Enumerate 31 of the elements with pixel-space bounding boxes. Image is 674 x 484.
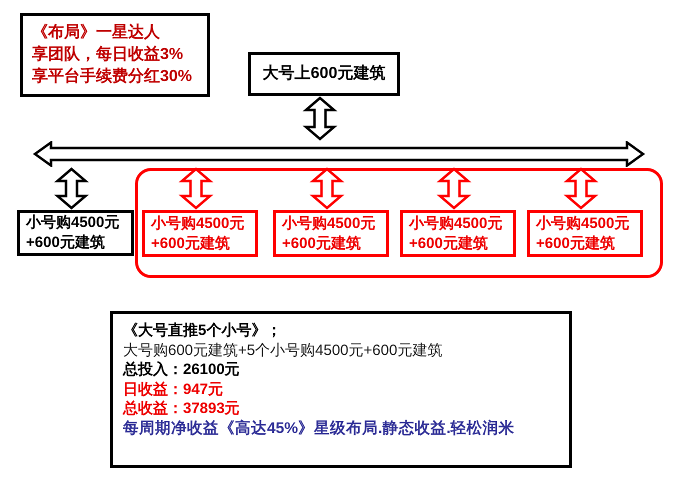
sub-account-box [400, 210, 516, 257]
rank-title: 《布局》一星达人 [32, 22, 160, 43]
total-investment: 总投入：26100元 [123, 360, 240, 380]
horizontal-double-arrow [33, 141, 645, 167]
sub-account-box [273, 210, 389, 257]
benefit-box [20, 13, 210, 97]
double-arrow [178, 167, 214, 210]
summary-line: 大号购600元建筑+5个小号购4500元+600元建筑 [123, 340, 442, 360]
daily-income: 日收益：947元 [123, 380, 224, 399]
double-arrow [310, 167, 344, 210]
account-text: 小号购4500元+600元建筑 [151, 214, 246, 254]
account-text: 小号购4500元+600元建筑 [409, 214, 504, 254]
sub-account-box [527, 210, 643, 257]
benefit-text: 享平台手续费分红30% [32, 66, 192, 87]
summary-heading: 《大号直推5个小号》； [123, 321, 282, 340]
group-frame [135, 168, 663, 278]
summary-box [110, 311, 572, 468]
main-account-box [248, 52, 400, 96]
account-text: 小号购4500元+600元建筑 [536, 214, 630, 254]
account-text: 小号购4500元+600元建筑 [26, 213, 120, 253]
account-text: 大号上600元建筑 [262, 64, 386, 84]
double-arrow [302, 96, 338, 141]
weekly-return-note: 每周期净收益《高达45%》星级布局.静态收益.轻松润米 [123, 418, 515, 438]
sub-account-box [17, 210, 134, 256]
account-text: 小号购4500元+600元建筑 [282, 214, 376, 254]
total-income: 总收益：37893元 [123, 399, 240, 418]
benefit-text: 享团队，每日收益3% [32, 44, 184, 65]
double-arrow [564, 167, 598, 210]
double-arrow [436, 167, 472, 210]
double-arrow [54, 167, 89, 210]
sub-account-box [142, 210, 258, 257]
